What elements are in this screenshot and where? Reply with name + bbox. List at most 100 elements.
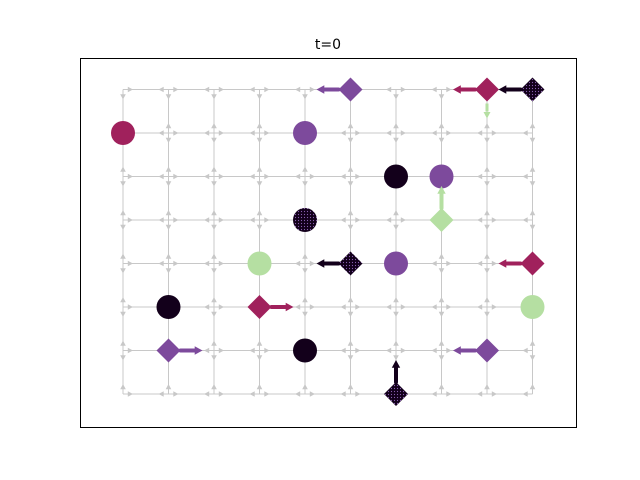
lattice-arrow (431, 347, 437, 354)
agent-heading-arrowhead (453, 346, 461, 355)
goal-marker (111, 121, 135, 145)
lattice-arrow (120, 253, 126, 259)
lattice-arrow (120, 340, 126, 346)
agent-marker (384, 382, 408, 406)
lattice-arrow (431, 304, 437, 310)
lattice-arrow (158, 86, 164, 93)
agent-heading-arrowhead (316, 85, 325, 94)
lattice-arrow (491, 130, 497, 136)
lattice-arrow (484, 181, 490, 187)
lattice-arrow (340, 304, 346, 310)
goal-marker (293, 338, 317, 363)
lattice-arrow (431, 391, 437, 397)
lattice-arrow (347, 166, 354, 172)
lattice-arrow (211, 311, 217, 317)
agent-marker (156, 338, 181, 363)
lattice-arrow (249, 173, 255, 180)
lattice-arrow (491, 217, 497, 223)
lattice-arrow (438, 355, 445, 361)
lattice-arrow (211, 297, 217, 303)
lattice-arrow (529, 355, 536, 361)
goal-marker (429, 164, 454, 189)
lattice-arrow (204, 347, 210, 354)
lattice-arrow (302, 297, 308, 303)
lattice-arrow (211, 94, 217, 100)
lattice-arrow (355, 217, 361, 223)
lattice-arrow (165, 181, 172, 187)
lattice-arrow (522, 173, 528, 180)
lattice-arrow (522, 217, 528, 223)
lattice-arrow (165, 94, 172, 100)
lattice-arrow (127, 86, 133, 93)
lattice-arrow (484, 224, 490, 230)
lattice-arrow (522, 391, 528, 397)
chart-title: t=0 (315, 37, 341, 53)
lattice-arrow (211, 224, 217, 230)
agent-heading-arrowhead (316, 259, 325, 268)
lattice-arrow (127, 217, 133, 223)
lattice-arrow (211, 137, 217, 143)
lattice-arrow (256, 137, 263, 143)
lattice-arrow (295, 304, 301, 310)
lattice-arrow (484, 311, 490, 317)
lattice-arrow (431, 130, 437, 136)
lattice-arrow (393, 224, 399, 230)
lattice-arrow (446, 347, 452, 354)
lattice-arrow (477, 217, 483, 223)
lattice-arrow (127, 391, 133, 397)
lattice-arrow (529, 166, 536, 172)
lattice-arrow (204, 217, 210, 223)
lattice-arrow (211, 253, 217, 259)
lattice-arrow (218, 260, 224, 267)
lattice-arrow (256, 340, 263, 346)
lattice-arrow (477, 391, 483, 397)
lattice-arrow (491, 391, 497, 397)
lattice-arrow (173, 391, 179, 397)
lattice-arrow (393, 137, 399, 143)
lattice-arrow (393, 210, 399, 216)
lattice-arrow (400, 304, 406, 310)
lattice-arrow (204, 173, 210, 180)
lattice-arrow (256, 210, 263, 216)
lattice-arrow (477, 173, 483, 180)
lattice-arrow (256, 123, 263, 129)
lattice-arrow (204, 86, 210, 93)
lattice-arrow (173, 217, 179, 223)
lattice-arrow (529, 181, 536, 187)
lattice-arrow (127, 173, 133, 180)
lattice-arrow (204, 304, 210, 310)
lattice-arrow (529, 137, 536, 143)
lattice-arrow (484, 268, 490, 274)
lattice-arrow (393, 311, 399, 317)
lattice-arrow (340, 130, 346, 136)
lattice-arrow (393, 297, 399, 303)
lattice-arrow (438, 297, 445, 303)
lattice-arrow (256, 224, 263, 230)
lattice-arrow (165, 123, 172, 129)
lattice-arrow (340, 347, 346, 354)
lattice-arrow (264, 217, 270, 223)
lattice-arrow (347, 210, 354, 216)
lattice-arrow (347, 311, 354, 317)
lattice-arrow (158, 130, 164, 136)
lattice-arrow (204, 391, 210, 397)
lattice-arrow (309, 173, 315, 180)
agent-marker (429, 208, 454, 232)
agent-heading-arrowhead (498, 259, 507, 268)
lattice-arrow (477, 304, 483, 310)
lattice-arrow (173, 173, 179, 180)
lattice-arrow (173, 86, 179, 93)
lattice-arrow (295, 260, 301, 267)
lattice-arrow (347, 181, 354, 187)
lattice-arrow (529, 384, 536, 390)
lattice-arrow (211, 384, 217, 390)
lattice-arrow (158, 391, 164, 397)
agent-marker (247, 295, 272, 319)
lattice-arrow (165, 268, 172, 274)
lattice-arrow (256, 355, 263, 361)
lattice-arrow (218, 86, 224, 93)
lattice-arrow (347, 340, 354, 346)
lattice-arrow (386, 86, 392, 93)
lattice-arrow (302, 384, 308, 390)
